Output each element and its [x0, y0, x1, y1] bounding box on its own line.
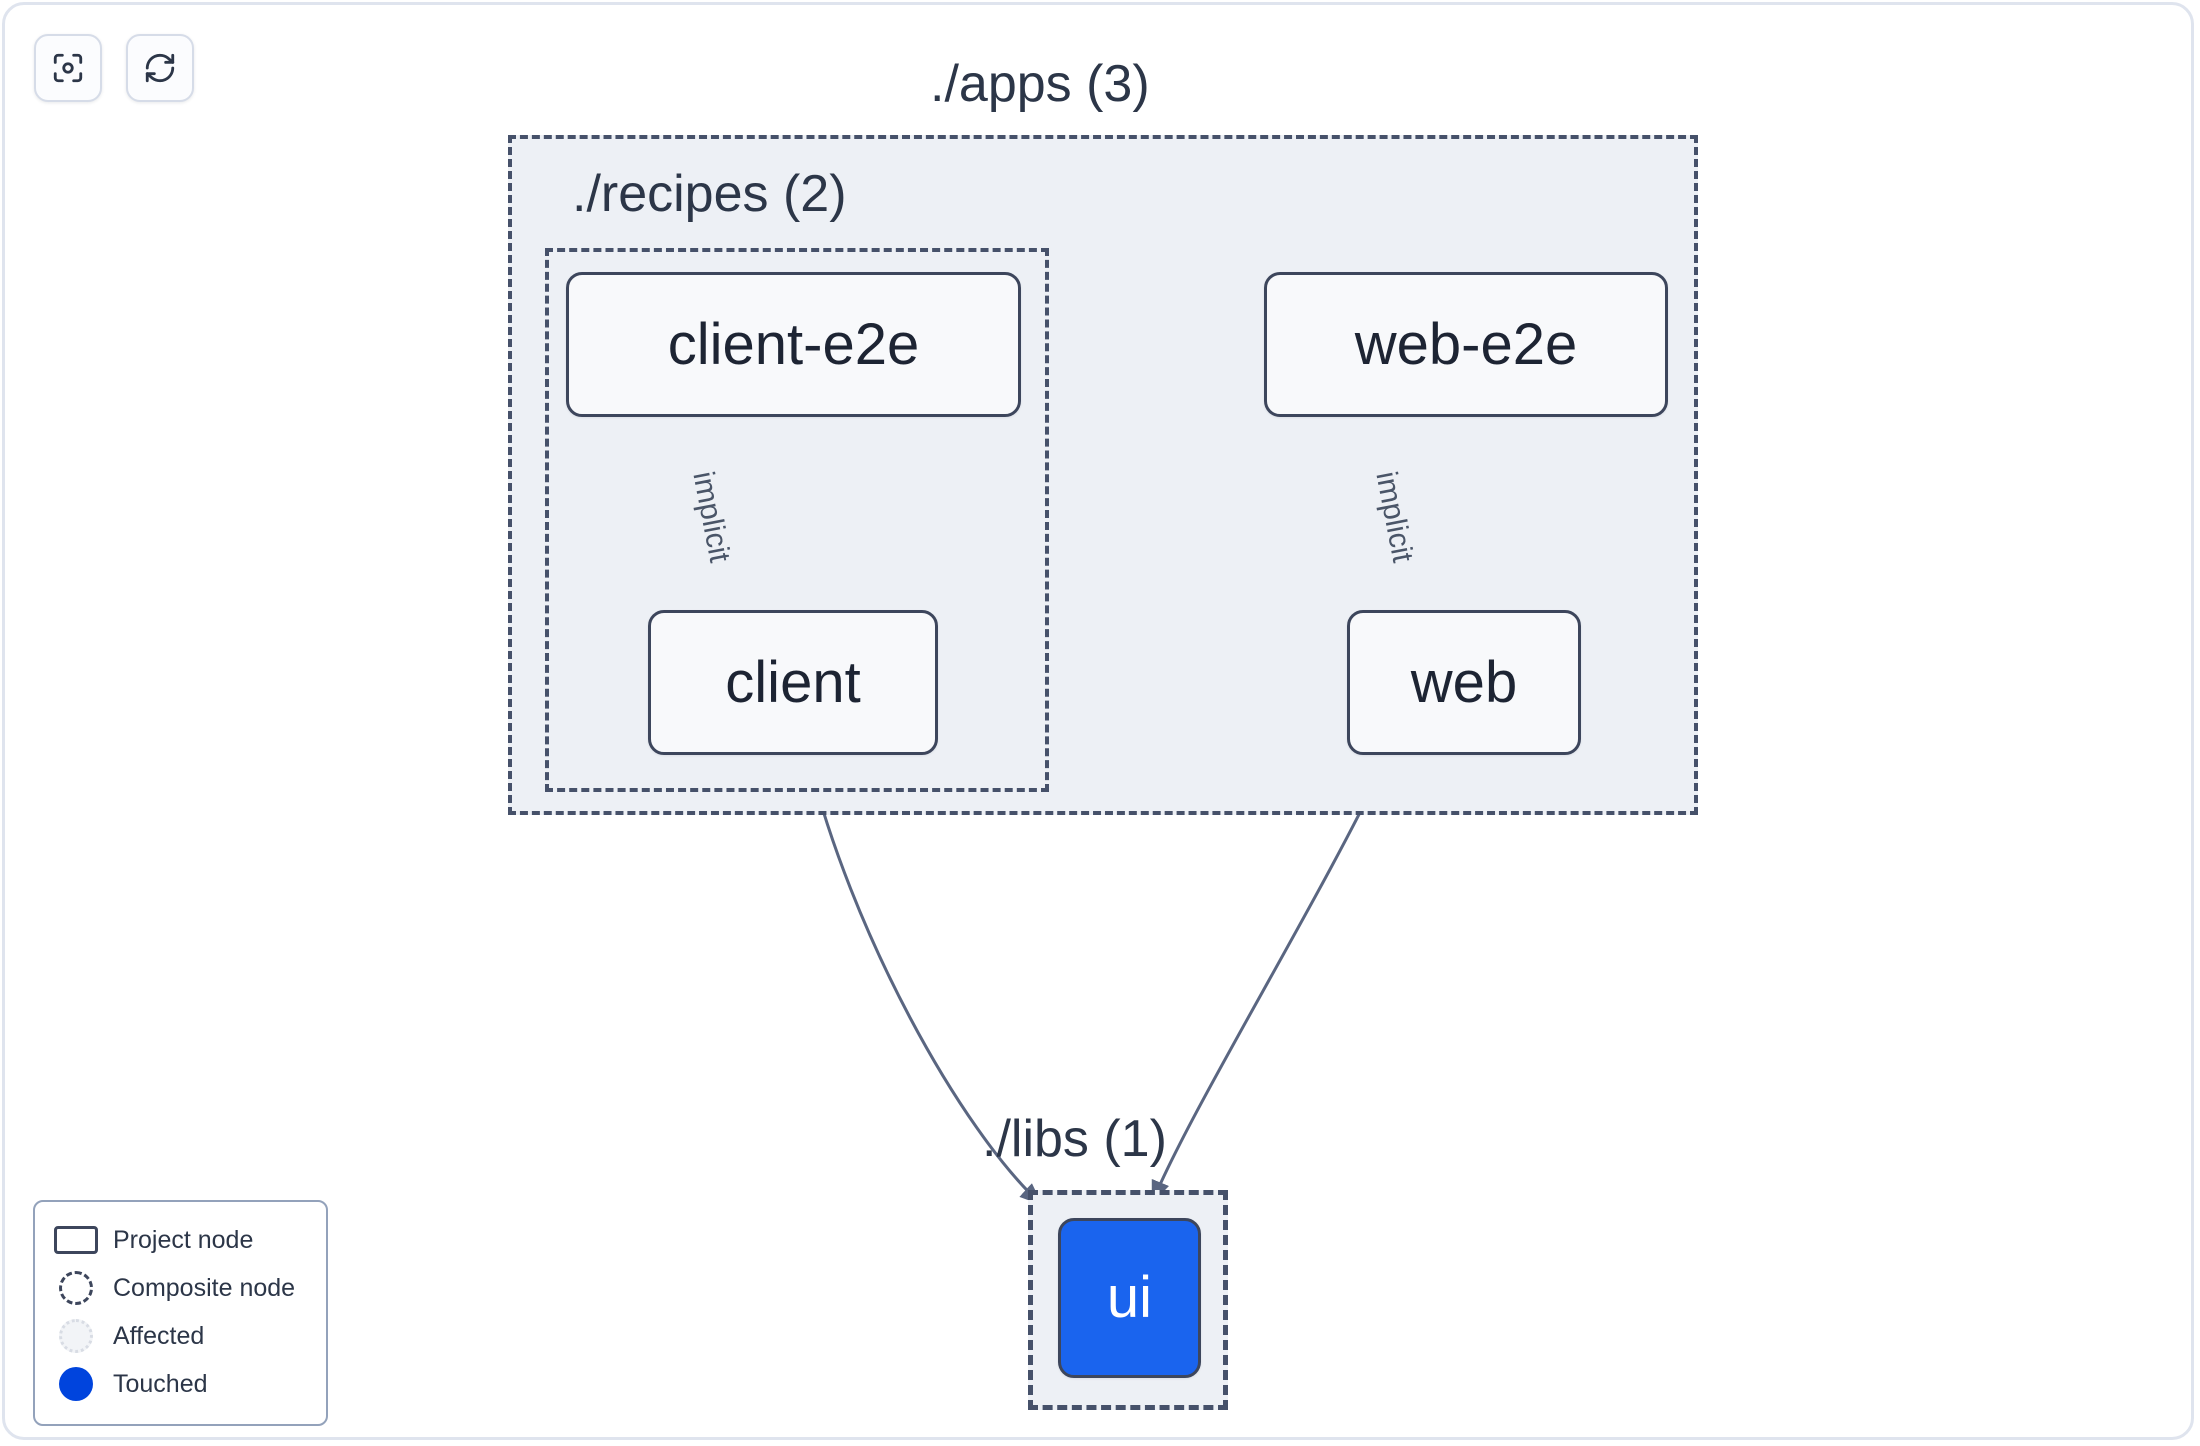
composite-group-recipes-label: ./recipes (2) — [572, 165, 847, 223]
dotted-circle-icon — [53, 1319, 99, 1353]
project-node-label: web — [1410, 649, 1518, 715]
project-node-web[interactable]: web — [1347, 610, 1581, 755]
project-node-label: client — [725, 649, 861, 715]
refresh-icon — [143, 51, 177, 85]
project-node-client[interactable]: client — [648, 610, 938, 755]
refresh-graph-button[interactable] — [126, 34, 194, 102]
project-node-web-e2e[interactable]: web-e2e — [1264, 272, 1668, 417]
legend-item-label: Composite node — [113, 1273, 296, 1302]
filled-circle-icon — [53, 1367, 99, 1401]
legend-item-project-node: Project node — [53, 1216, 310, 1264]
legend-item-composite-node: Composite node — [53, 1264, 310, 1312]
legend-item-touched: Touched — [53, 1360, 310, 1408]
project-node-label: web-e2e — [1354, 311, 1578, 377]
legend-item-label: Touched — [113, 1369, 208, 1398]
rectangle-outline-icon — [53, 1226, 99, 1254]
composite-group-apps-label: ./apps (3) — [930, 55, 1150, 113]
composite-group-libs-label: ./libs (1) — [982, 1110, 1167, 1168]
project-node-ui[interactable]: ui — [1058, 1218, 1201, 1378]
focus-graph-button[interactable] — [34, 34, 102, 102]
dashed-circle-icon — [53, 1271, 99, 1305]
legend-item-label: Affected — [113, 1321, 205, 1350]
legend-item-label: Project node — [113, 1225, 254, 1254]
graph-toolbar — [34, 34, 194, 102]
project-node-client-e2e[interactable]: client-e2e — [566, 272, 1021, 417]
project-node-label: client-e2e — [667, 311, 920, 377]
graph-legend: Project node Composite node Affected Tou… — [33, 1200, 328, 1426]
legend-item-affected: Affected — [53, 1312, 310, 1360]
focus-target-icon — [51, 51, 85, 85]
project-node-label: ui — [1106, 1265, 1153, 1330]
